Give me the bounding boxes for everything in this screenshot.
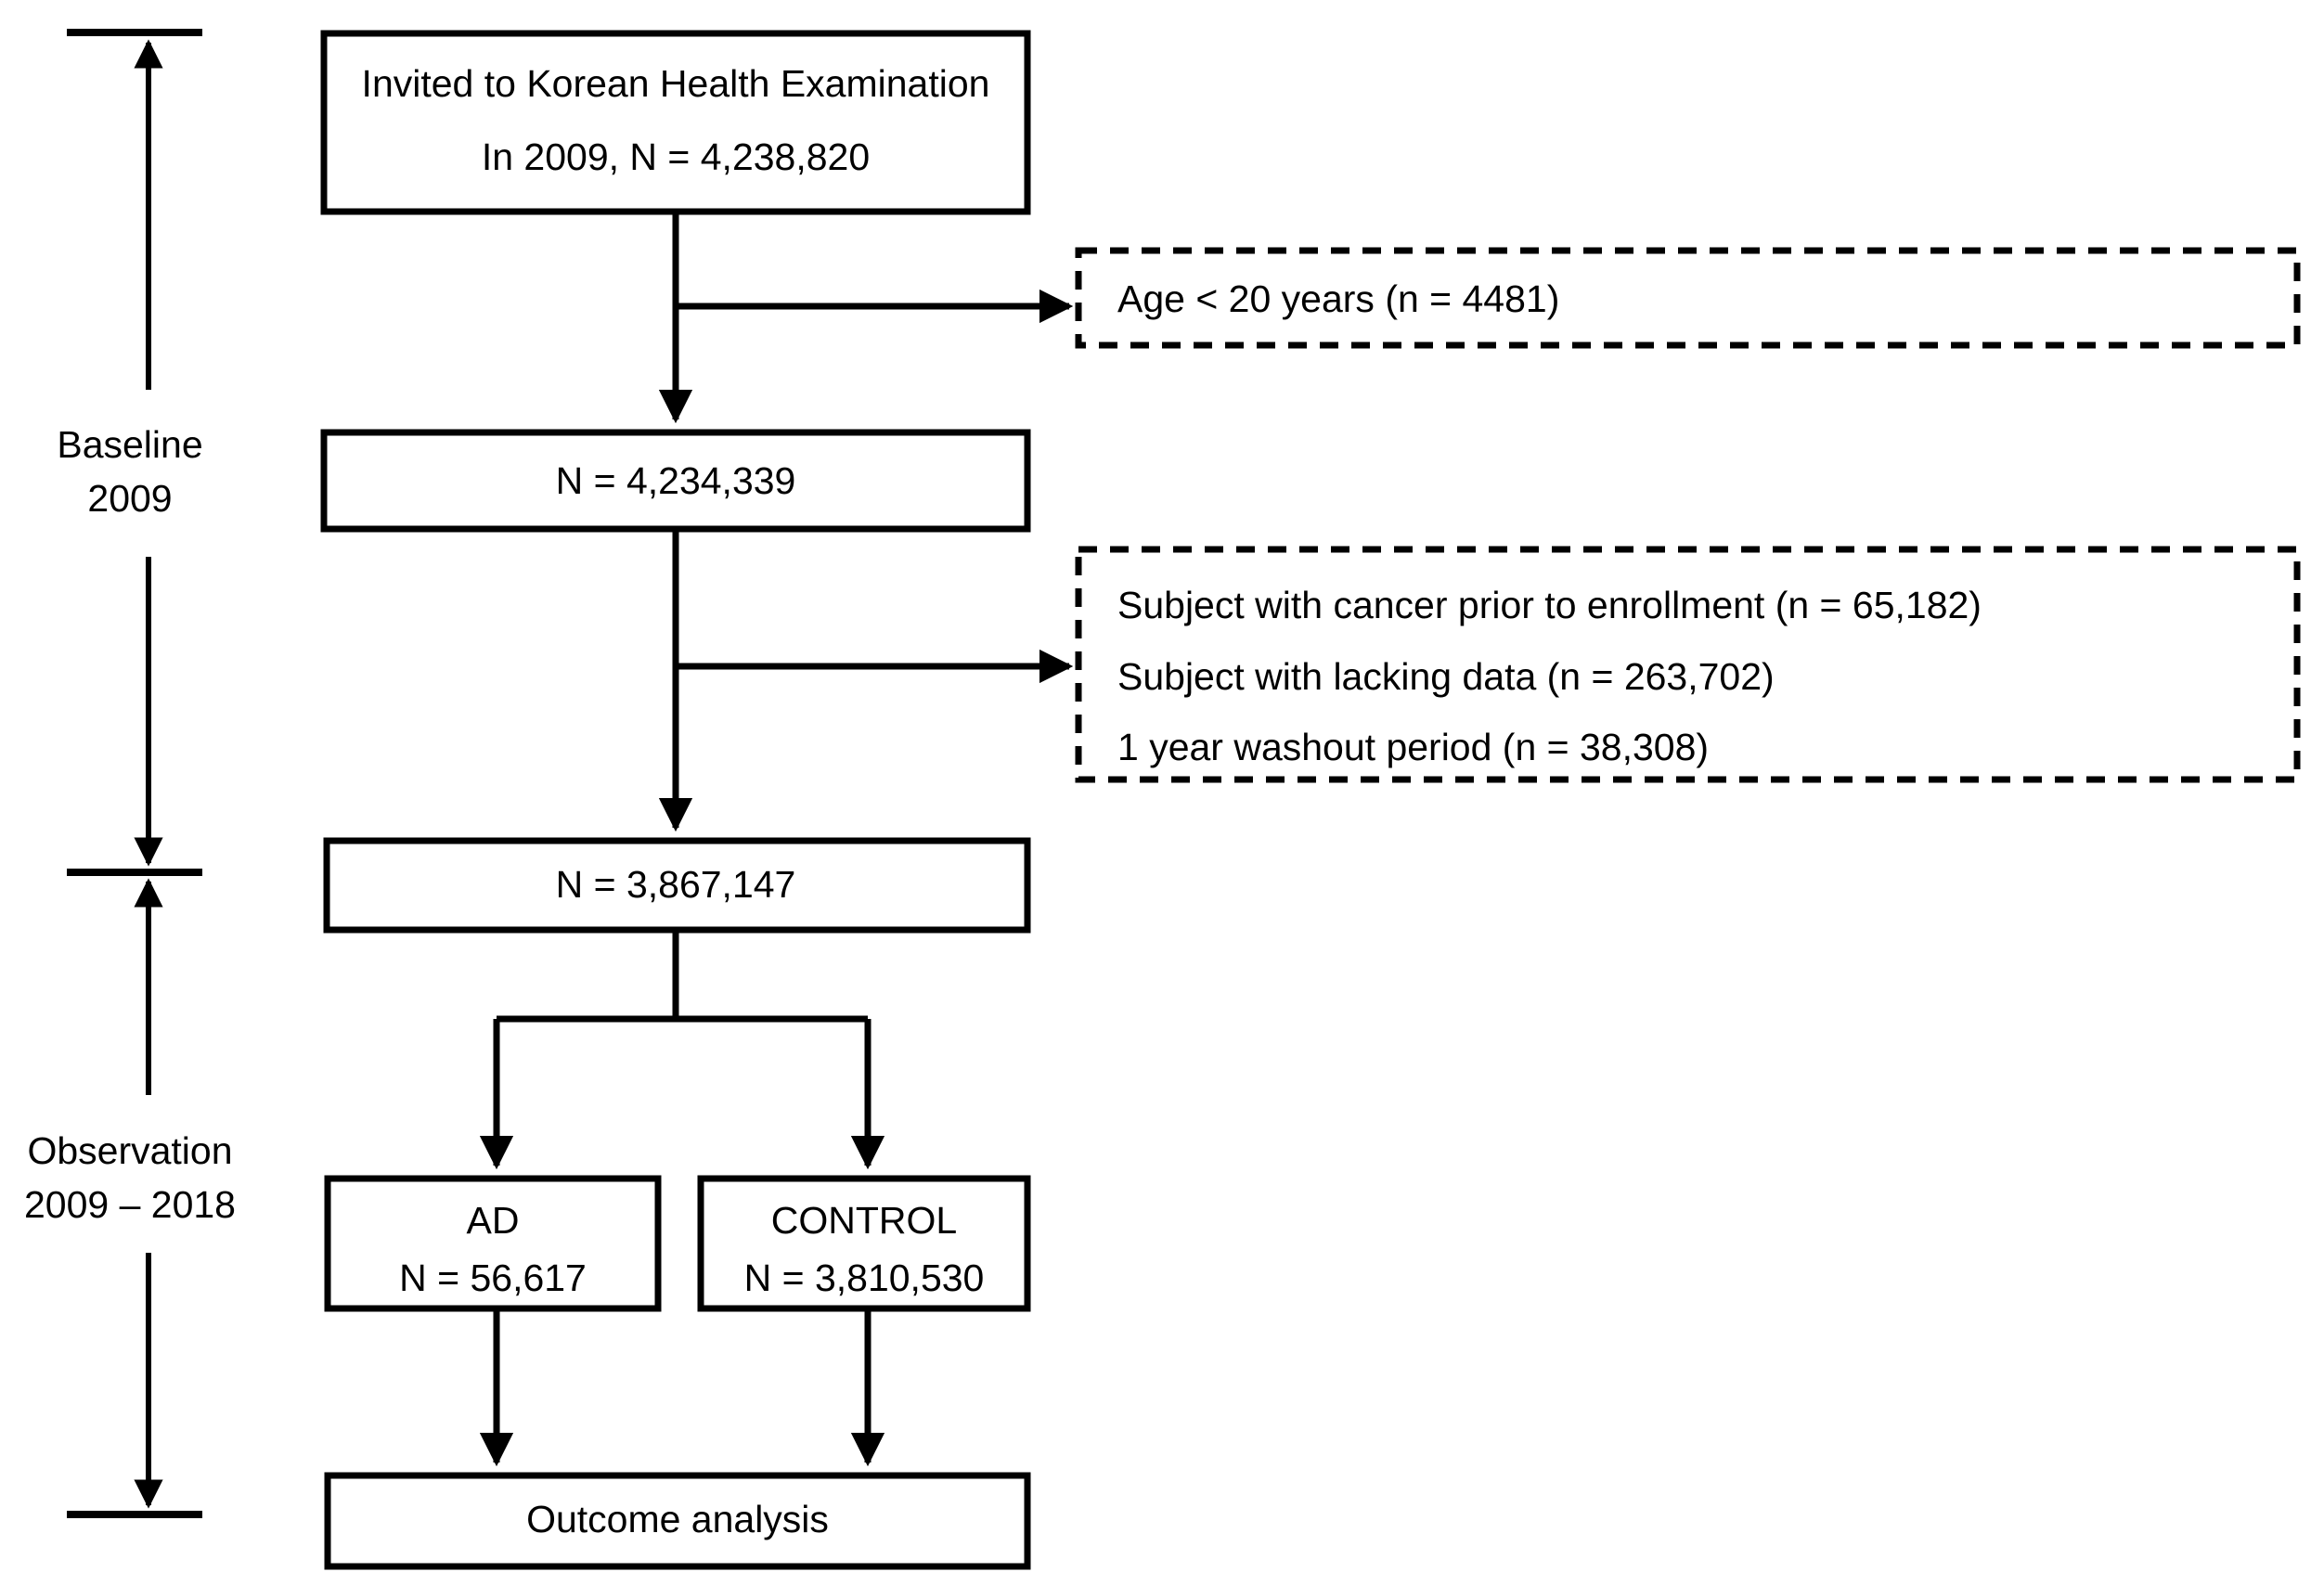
node-after-age-exclusion-line1: N = 4,234,339 [556,459,796,502]
exclusion-box-2: Subject with cancer prior to enrollment … [1075,546,2301,783]
exclusion-2-item-0: Subject with cancer prior to enrollment … [1117,584,1982,626]
node-invited: Invited to Korean Health Examination In … [320,30,1031,215]
timeline-label-observation-line2: 2009 – 2018 [24,1183,236,1226]
node-ad-group: AD N = 56,617 [324,1175,662,1312]
node-ad-group-line2: N = 56,617 [399,1256,587,1299]
timeline-label-baseline-line1: Baseline [57,423,202,466]
node-invited-box [320,30,1031,215]
node-ad-group-line1: AD [467,1199,520,1242]
timeline-label-observation-line1: Observation [27,1129,232,1172]
node-after-age-exclusion: N = 4,234,339 [320,429,1031,533]
node-invited-line2: In 2009, N = 4,238,820 [482,135,870,178]
node-control-group-line2: N = 3,810,530 [744,1256,985,1299]
node-after-age-exclusion-box [320,429,1031,533]
exclusion-box-2-outline [1075,546,2301,783]
node-control-group-box [697,1175,1031,1312]
flow-connectors [479,212,1074,1467]
node-control-group-line1: CONTROL [771,1199,957,1242]
node-after-all-exclusions-line1: N = 3,867,147 [556,863,796,906]
node-outcome: Outcome analysis [324,1472,1031,1570]
node-ad-group-box [324,1175,662,1312]
exclusion-1-item-0: Age < 20 years (n = 4481) [1117,277,1559,320]
exclusion-2-item-2: 1 year washout period (n = 38,308) [1117,726,1709,768]
node-invited-line1: Invited to Korean Health Examination [362,62,990,105]
timeline-axis: Baseline 2009 Observation 2009 – 2018 [24,29,236,1518]
exclusion-box-1: Age < 20 years (n = 4481) [1075,247,2301,349]
node-after-all-exclusions: N = 3,867,147 [323,837,1031,934]
node-outcome-box [324,1472,1031,1570]
node-control-group: CONTROL N = 3,810,530 [697,1175,1031,1312]
node-outcome-line1: Outcome analysis [526,1498,829,1540]
timeline-label-baseline-line2: 2009 [87,477,172,520]
exclusion-box-1-outline [1075,247,2301,349]
exclusion-2-item-1: Subject with lacking data (n = 263,702) [1117,655,1775,698]
node-after-all-exclusions-box [323,837,1031,934]
